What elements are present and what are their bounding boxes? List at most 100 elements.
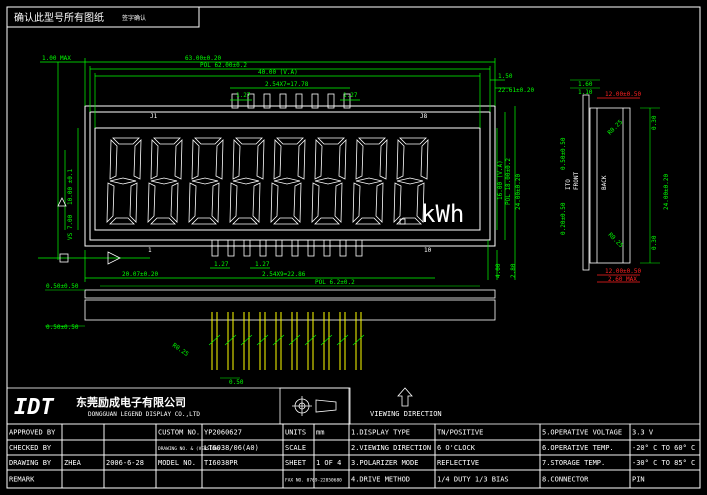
digit-segment <box>314 177 342 185</box>
pin-view-glass-top <box>84 289 496 299</box>
bottom-pin <box>259 239 267 257</box>
bottom-pin <box>339 239 347 257</box>
dim-lower: 0.20±0.50 <box>560 202 567 235</box>
digit-segment <box>133 139 142 180</box>
dim-va-h: 16.00 (V.A) <box>497 160 504 200</box>
pin-view-dim-top: 0.50±0.50 <box>46 283 79 290</box>
dim-pol-h: POL 18.00±0.2 <box>505 158 512 205</box>
viewing-direction-arrow-icon <box>397 387 413 407</box>
company-logo: IDT <box>14 395 54 420</box>
dim-bot-pitch2: 1.27 <box>255 261 270 268</box>
bottom-pin <box>307 239 315 257</box>
title-block-text: APPROVED BY <box>9 429 56 437</box>
title-block-text: TN/POSITIVE <box>437 429 483 437</box>
digit <box>188 137 224 225</box>
digit-segment <box>396 139 405 180</box>
pin-view-dim-pin-w: 0.50 <box>229 379 244 386</box>
dim-22-61: 22.61±0.20 <box>498 87 535 94</box>
digit <box>311 137 347 225</box>
title-block-text: CUSTOM NO. <box>158 429 200 437</box>
dim-1-60: 1.60 <box>578 81 593 88</box>
digit-segment <box>109 139 118 180</box>
dim-1-50: 1.50 <box>498 73 513 80</box>
unit-label: kWh <box>421 200 464 228</box>
title-block-text: 1 OF 4 <box>316 459 341 467</box>
title-block-text: UNITS <box>285 429 306 437</box>
pin-lead-break <box>320 334 333 346</box>
title-block-text: 8.CONNECTOR <box>542 476 589 484</box>
digit-segment <box>147 182 156 223</box>
dim-pol: POL 62.00±0.2 <box>200 62 247 69</box>
digit-segment <box>273 139 282 180</box>
side-pin-outline <box>582 94 590 271</box>
digit-segment <box>396 217 422 225</box>
title-block-text: YP2060627 <box>204 429 242 437</box>
title-block-text: 5.OPERATIVE VOLTAGE <box>542 429 622 437</box>
digit-segment <box>355 177 383 185</box>
top-pin <box>295 93 303 109</box>
digit <box>106 137 142 225</box>
digit-segment <box>379 139 388 180</box>
title-block-cell <box>313 439 350 456</box>
pin-view-dim-angle: R0.25 <box>171 342 190 358</box>
pin-view-dim-pol: POL 6.2±0.2 <box>315 279 355 286</box>
dim-4-00: 4.00 <box>495 263 502 278</box>
digit-segment <box>399 137 427 145</box>
pin-lead-break <box>256 334 269 346</box>
digit-segment <box>109 177 137 185</box>
pin-arrow-icon <box>107 251 121 265</box>
title-block-text: DRAWING BY <box>9 459 52 467</box>
bottom-pin <box>211 239 219 257</box>
dim-1-10: 1.10 <box>578 89 593 96</box>
digit-segment <box>191 217 217 225</box>
top-pin <box>311 93 319 109</box>
title-block-cell <box>61 469 105 489</box>
section-arrow-icon <box>57 197 67 207</box>
dim-0-30b: 0.30 <box>651 235 658 250</box>
digit-segment <box>252 182 261 223</box>
bottom-pin <box>355 239 363 257</box>
digit-segment <box>188 182 197 223</box>
bottom-pin <box>323 239 331 257</box>
seven-segment-digits <box>106 137 429 225</box>
title-block-text: SHEET <box>285 459 307 467</box>
digit-segment <box>338 139 347 180</box>
digit-segment <box>112 137 140 145</box>
digit-segment <box>270 182 279 223</box>
digit <box>352 137 388 225</box>
pin-lead-break <box>272 334 285 346</box>
dim-0-30a: 0.30 <box>651 115 658 130</box>
pin-view-glass <box>84 299 496 321</box>
digit-segment <box>191 177 219 185</box>
dim-pin-pitch-top: 1.27 <box>236 92 251 99</box>
pin-label-10: 10 <box>424 247 432 254</box>
viewing-area <box>94 127 481 231</box>
viewing-direction-label: VIEWING DIRECTION <box>370 410 442 418</box>
dim-1-00-max: 1.00 MAX <box>42 55 71 62</box>
digit-segment <box>352 182 361 223</box>
top-pins <box>231 93 351 109</box>
pin-label-1: 1 <box>148 247 152 254</box>
bottom-pin <box>227 239 235 257</box>
digit-segment <box>194 137 222 145</box>
dim-bot-pins: 2.54X9=22.86 <box>262 271 306 278</box>
label-glass: ITO <box>565 179 572 190</box>
bottom-pin <box>243 239 251 257</box>
digit-segment <box>256 139 265 180</box>
title-block-text: -30° C TO 85° C <box>632 459 695 467</box>
digit-segment <box>420 139 429 180</box>
digit-segment <box>314 217 340 225</box>
digit-segment <box>150 217 176 225</box>
top-pin <box>279 93 287 109</box>
bottom-pin <box>291 239 299 257</box>
side-view: 1.60 1.10 12.00±0.50 12.00±0.50 2.60 MAX… <box>560 79 670 283</box>
digit <box>270 137 306 225</box>
front-dimension-lines <box>38 58 516 282</box>
digit-segment <box>375 182 384 223</box>
label-front: FRONT <box>573 172 580 190</box>
company-name-cn: 东莞励成电子有限公司 <box>76 395 186 409</box>
title-block-text: mm <box>316 429 324 437</box>
digit-segment <box>355 217 381 225</box>
company-name-en: DONGGUAN LEGEND DISPLAY CO.,LTD <box>88 411 200 418</box>
